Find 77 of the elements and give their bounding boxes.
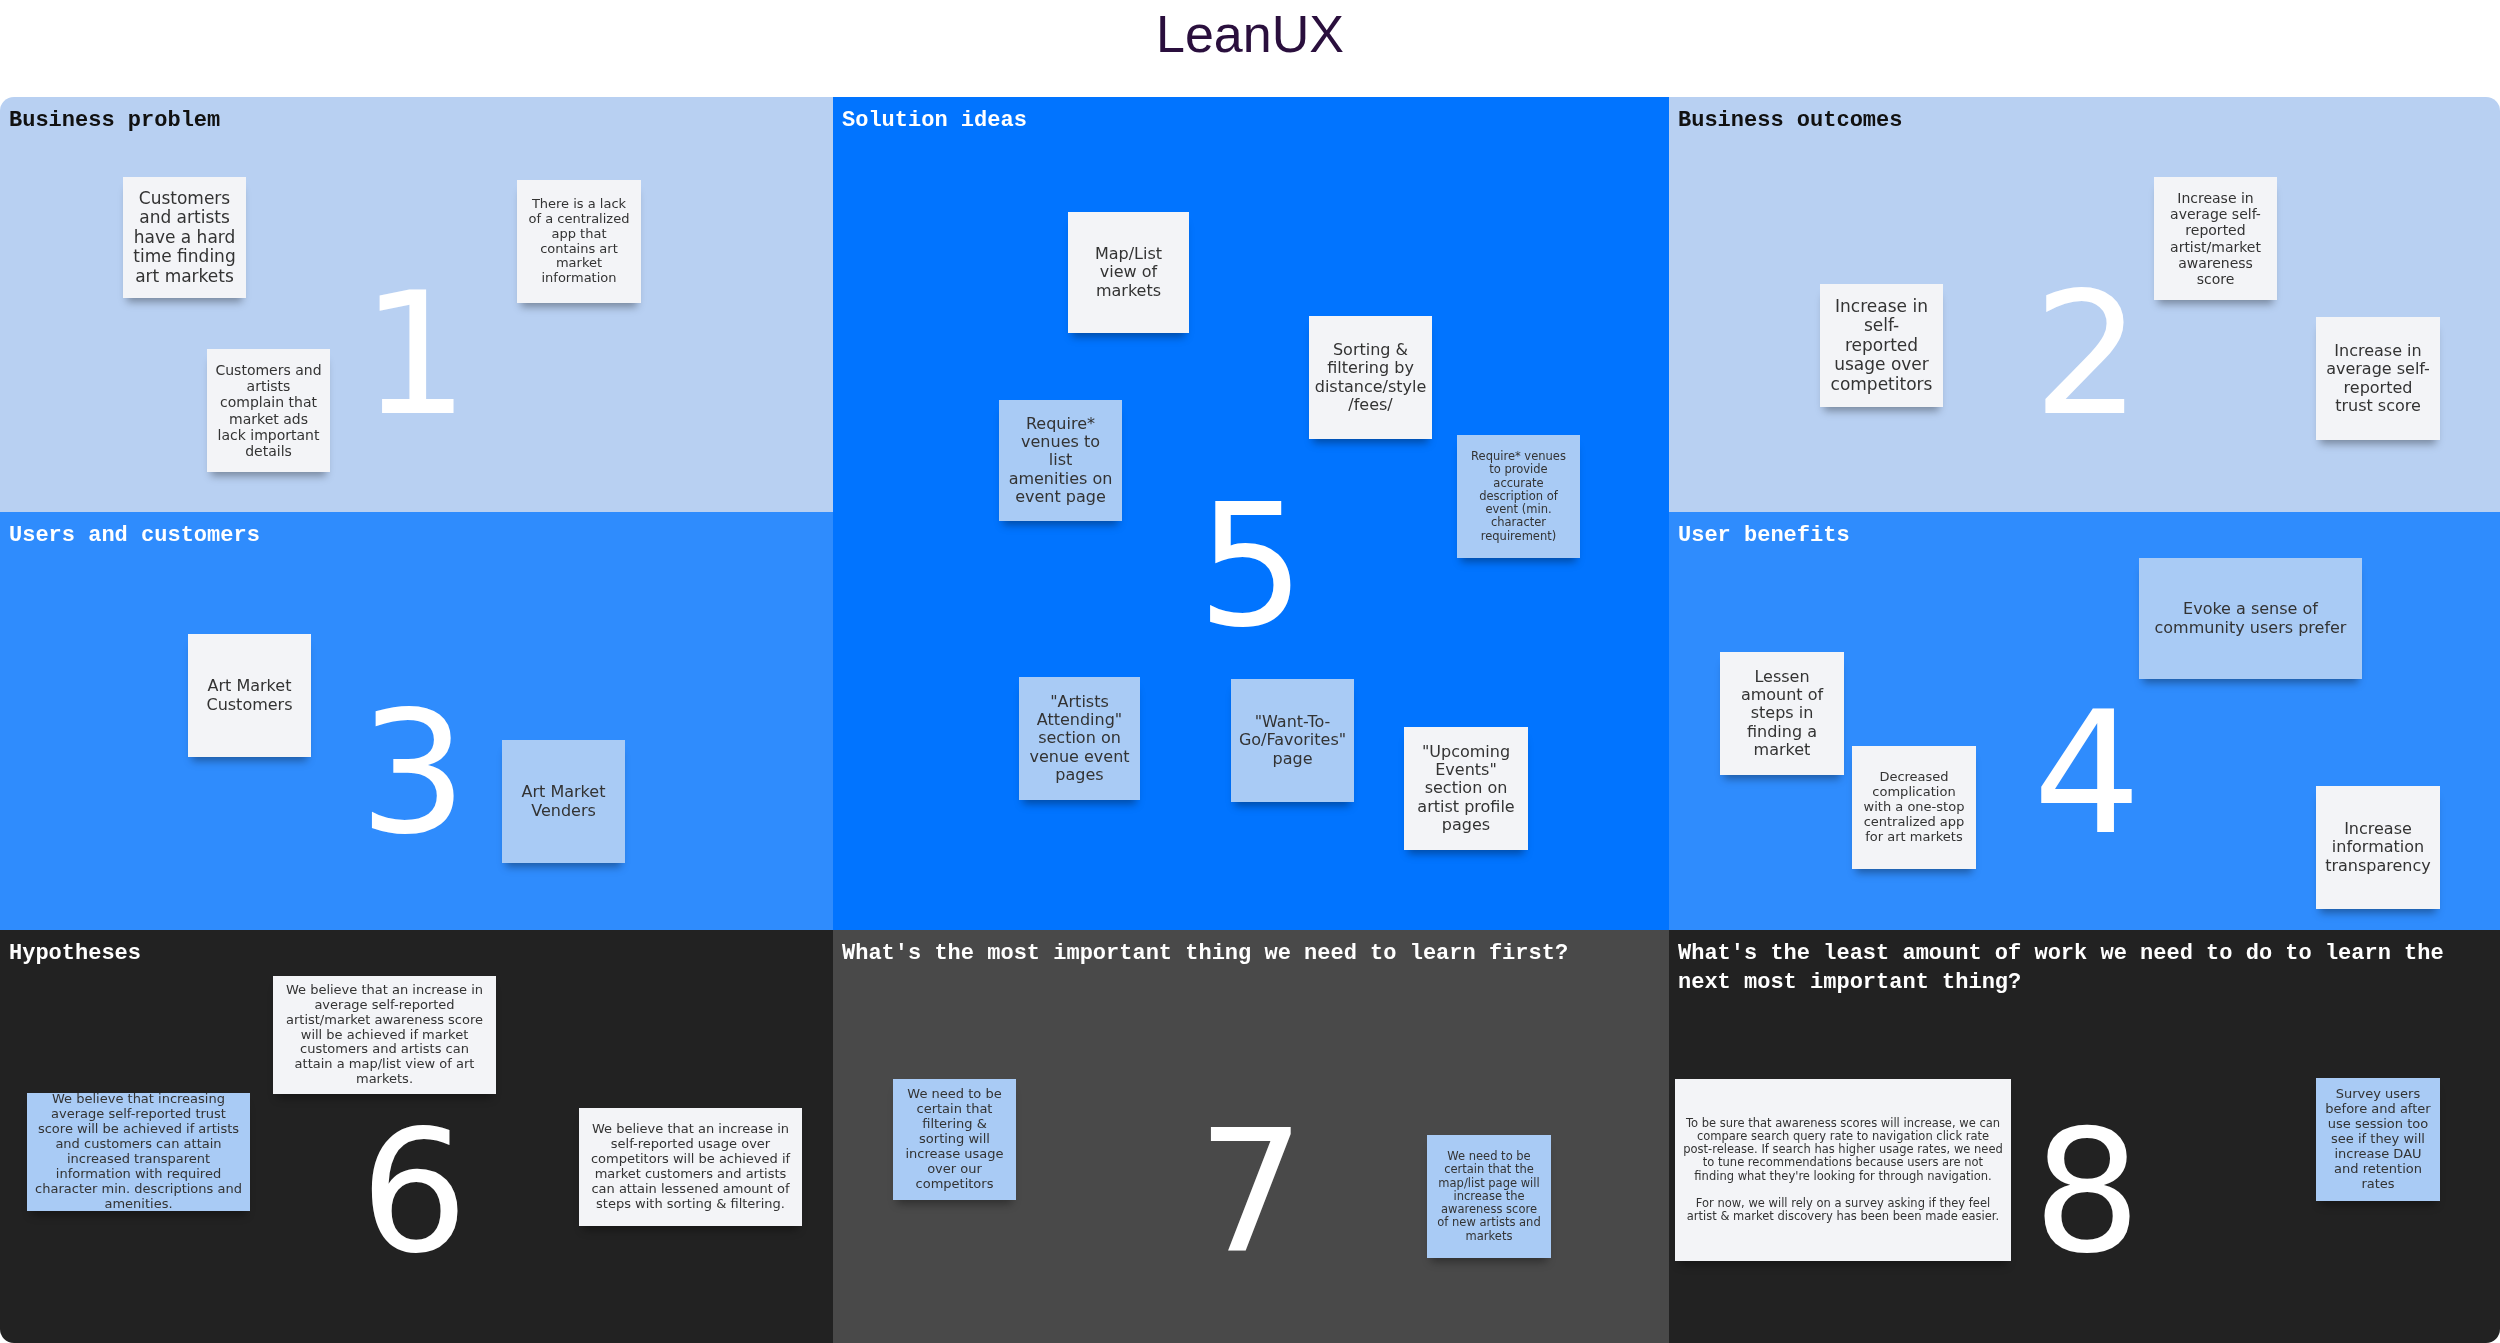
- note-text: There is a lack of a centralized app that contains art market information: [527, 196, 631, 287]
- note-text: Evoke a sense of community users prefer: [2153, 600, 2348, 637]
- sticky-note: [2316, 786, 2440, 909]
- note-text: "Want-To-Go/Favorites" page: [1238, 712, 1347, 769]
- panel-number: 3: [358, 688, 468, 858]
- sticky-note: [188, 634, 311, 757]
- sticky-note: [207, 349, 330, 472]
- sticky-note: [1720, 652, 1844, 775]
- sticky-note: [1457, 435, 1580, 558]
- note-text: Survey users before and after use session too see if they will increase DAU and retention rates: [2324, 1087, 2432, 1192]
- sticky-note: [1820, 284, 1943, 407]
- note-text: Increase in self-reported usage over competitors: [1829, 296, 1934, 395]
- sticky-note: [2316, 317, 2440, 440]
- sticky-note: [1019, 677, 1140, 800]
- note-text: For now, we will rely on a survey asking if they feel artist & market discovery has been been made easier.: [1685, 1196, 2001, 1224]
- note-text: Require* venues to provide accurate description of event (min. character requirement): [1470, 450, 1567, 543]
- sticky-note: [579, 1108, 802, 1226]
- sticky-note: [2316, 1078, 2440, 1201]
- note-text: We need to be certain that filtering & sorting will increase usage over our competitors: [904, 1087, 1005, 1192]
- panel-heading: User benefits: [1678, 522, 1850, 550]
- canvas-panel: [1669, 512, 2500, 930]
- note-text: Require* venues to list amenities on event page: [1007, 414, 1114, 507]
- sticky-note: [1068, 212, 1189, 333]
- note-text: Art Market Venders: [520, 783, 607, 820]
- note-text: "Upcoming Events" section on artist profile pages: [1416, 742, 1516, 835]
- panel-heading: Business problem: [9, 107, 221, 135]
- panel-number: 5: [1196, 481, 1306, 651]
- note-text: We believe that an increase in average self-reported artist/market awareness score will be achieved if market customers and artists can attain a map/list view of art markets.: [284, 982, 485, 1088]
- note-text: Increase in average self-reported trust score: [2325, 341, 2431, 416]
- panel-heading: Hypotheses: [9, 940, 142, 968]
- panel-number: 6: [359, 1107, 469, 1277]
- panel-number: 7: [1196, 1107, 1306, 1277]
- canvas-panel: [1669, 930, 2500, 1343]
- canvas-panel: [0, 512, 833, 930]
- sticky-note: [273, 976, 496, 1094]
- sticky-note: [1675, 1079, 2011, 1261]
- sticky-note: [1404, 727, 1528, 850]
- canvas-panel: [0, 930, 833, 1343]
- sticky-note: [502, 740, 625, 863]
- panel-heading: Solution ideas: [842, 107, 1027, 135]
- page-title: LeanUX: [1155, 4, 1345, 64]
- sticky-note: [1852, 746, 1976, 869]
- panel-number: 4: [2032, 688, 2142, 858]
- canvas-panel: [833, 930, 1669, 1343]
- note-text: To be sure that awareness scores will increase, we can compare search query rate to navigation click rate post-release. If search has higher usage rates, we need to tune recommendations because users are not finding what they're looking for through navigation.: [1683, 1116, 2003, 1183]
- panel-heading: Users and customers: [9, 522, 260, 550]
- sticky-note: [1309, 316, 1432, 439]
- note-text: Art Market Customers: [205, 677, 294, 714]
- sticky-note: [1427, 1135, 1551, 1258]
- note-text: Customers and artists have a hard time finding art markets: [132, 188, 237, 287]
- sticky-note: [1231, 679, 1354, 802]
- note-text: We believe that increasing average self-reported trust score will be achieved if artists and customers can attain increased transparent information with required character min. descriptions and amenities.: [35, 1092, 242, 1212]
- note-text: "Artists Attending" section on venue event pages: [1028, 692, 1131, 785]
- panel-heading: What's the most important thing we need to learn first?: [842, 940, 1569, 968]
- note-text: We believe that an increase in self-reported usage over competitors will be achieved if market customers and artists can attain lessened amount of steps with sorting & filtering.: [589, 1122, 792, 1212]
- canvas-panel: [1669, 97, 2500, 512]
- note-text: Lessen amount of steps in finding a market: [1739, 667, 1825, 760]
- panel-number: 2: [2032, 269, 2142, 439]
- note-text: Sorting & filtering by distance/style /fees/: [1314, 340, 1427, 415]
- note-text: Decreased complication with a one-stop centralized app for art markets: [1862, 770, 1966, 845]
- canvas-panel: [0, 97, 833, 512]
- panel-number: 8: [2032, 1107, 2142, 1277]
- note-text: Increase information transparency: [2324, 819, 2432, 876]
- note-text: Map/List view of markets: [1093, 244, 1164, 301]
- note-text: Customers and artists complain that market ads lack important details: [215, 362, 322, 459]
- sticky-note: [2154, 177, 2277, 300]
- panel-number: 1: [360, 269, 470, 439]
- sticky-note: [2139, 558, 2362, 679]
- note-text: Increase in average self-reported artist/market awareness score: [2169, 190, 2262, 287]
- sticky-note: [999, 400, 1122, 521]
- panel-heading: What's the least amount of work we need to do to learn the next most important thing?: [1678, 940, 2445, 997]
- sticky-note: [893, 1079, 1016, 1200]
- sticky-note: [123, 177, 246, 298]
- canvas-panel: [833, 97, 1669, 930]
- panel-heading: Business outcomes: [1678, 107, 1903, 135]
- sticky-note: [517, 180, 641, 303]
- note-text: We need to be certain that the map/list page will increase the awareness score of new artists and markets: [1436, 1150, 1542, 1243]
